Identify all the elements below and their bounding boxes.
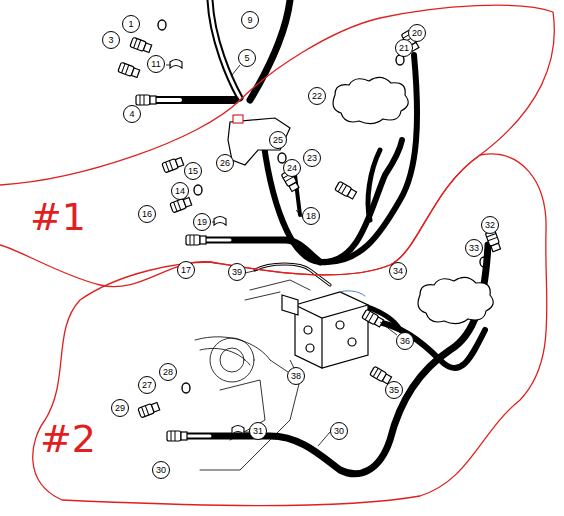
callout-number: 22 bbox=[308, 87, 326, 105]
callout-number: 4 bbox=[123, 105, 141, 123]
callout-number: 30 bbox=[152, 461, 170, 479]
callout-number: 20 bbox=[408, 24, 426, 42]
callout-number: 28 bbox=[159, 363, 177, 381]
region-label: #1 bbox=[30, 198, 86, 236]
callout-number: 16 bbox=[138, 205, 156, 223]
region-outline: #2 bbox=[0, 140, 564, 516]
callout-number: 3 bbox=[102, 31, 120, 49]
callout-number: 30 bbox=[330, 422, 348, 440]
callout-number: 15 bbox=[184, 162, 202, 180]
callout-number: 32 bbox=[481, 216, 499, 234]
callout-number: 29 bbox=[111, 399, 129, 417]
callout-number: 9 bbox=[241, 11, 259, 29]
callout-number: 5 bbox=[238, 49, 256, 67]
callout-number: 17 bbox=[177, 261, 195, 279]
callout-number: 38 bbox=[287, 367, 305, 385]
callout-number: 18 bbox=[302, 207, 320, 225]
callout-number: 25 bbox=[269, 131, 287, 149]
callout-number: 27 bbox=[138, 376, 156, 394]
callout-number: 19 bbox=[193, 213, 211, 231]
callout-number: 36 bbox=[396, 332, 414, 350]
callout-number: 11 bbox=[147, 55, 165, 73]
callout-number: 26 bbox=[216, 154, 234, 172]
callout-number: 1 bbox=[122, 15, 140, 33]
callout-number: 35 bbox=[385, 381, 403, 399]
callout-number: 14 bbox=[171, 182, 189, 200]
hand-drawn-outline bbox=[0, 140, 564, 516]
region-label: #2 bbox=[40, 420, 96, 458]
callout-number: 34 bbox=[389, 262, 407, 280]
callout-number: 24 bbox=[283, 159, 301, 177]
callout-number: 21 bbox=[395, 39, 413, 57]
callout-number: 31 bbox=[249, 422, 267, 440]
callout-number: 33 bbox=[465, 239, 483, 257]
callout-number: 23 bbox=[303, 149, 321, 167]
callout-number: 39 bbox=[228, 263, 246, 281]
